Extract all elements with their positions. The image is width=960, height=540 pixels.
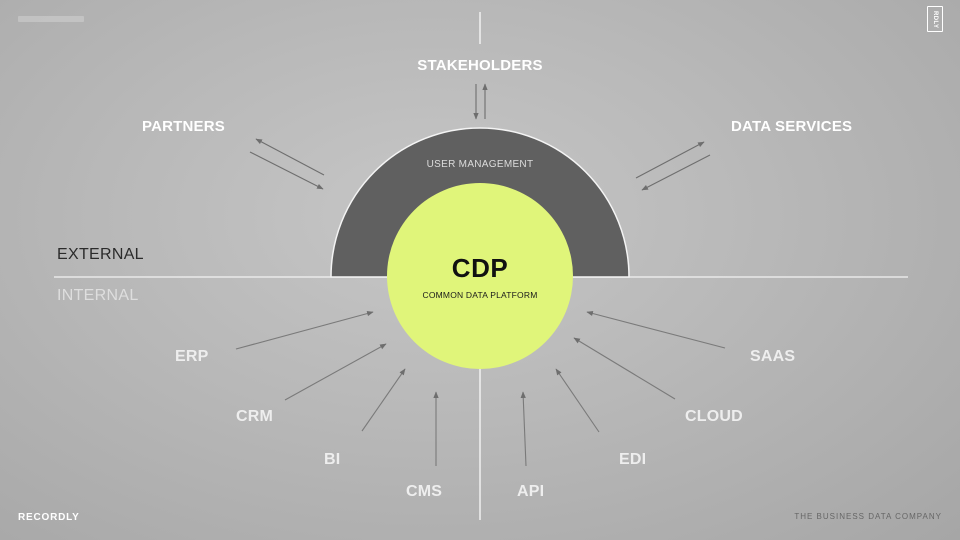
bi-label: BI	[324, 451, 341, 468]
partners-arrow-in	[249, 151, 324, 190]
vertical-logo-text: RDLY	[932, 11, 938, 29]
stakeholders-label: STAKEHOLDERS	[417, 57, 543, 74]
cloud-label: CLOUD	[685, 408, 743, 425]
data-services-arrow-out	[635, 141, 705, 179]
erp-arrow	[235, 311, 374, 350]
erp-label: ERP	[175, 348, 209, 365]
crm-arrow	[284, 343, 387, 401]
data-services-label: DATA SERVICES	[731, 118, 853, 135]
cdp-circle	[387, 183, 573, 369]
external-zone-label: EXTERNAL	[57, 246, 144, 263]
tagline: THE BUSINESS DATA COMPANY	[794, 512, 942, 521]
cdp-subtitle: COMMON DATA PLATFORM	[422, 290, 538, 300]
saas-arrow	[586, 310, 726, 349]
saas-label: SAAS	[750, 348, 796, 365]
api-arrow	[520, 391, 527, 467]
edi-arrow	[555, 368, 600, 433]
recordly-logo: RECORDLY	[18, 512, 80, 523]
user-management-label: USER MANAGEMENT	[426, 159, 534, 170]
internal-zone-label: INTERNAL	[57, 287, 139, 304]
api-label: API	[517, 483, 545, 500]
cloud-arrow	[573, 337, 676, 400]
partners-label: PARTNERS	[142, 118, 225, 135]
top-left-placeholder	[18, 16, 84, 22]
cms-label: CMS	[406, 483, 443, 500]
partners-arrow-out	[255, 138, 325, 176]
vertical-logo: RDLY	[927, 6, 943, 32]
data-services-arrow-in	[641, 154, 711, 191]
bi-arrow	[361, 368, 406, 432]
cdp-title: CDP	[451, 253, 509, 283]
edi-label: EDI	[619, 451, 647, 468]
crm-label: CRM	[236, 408, 274, 425]
